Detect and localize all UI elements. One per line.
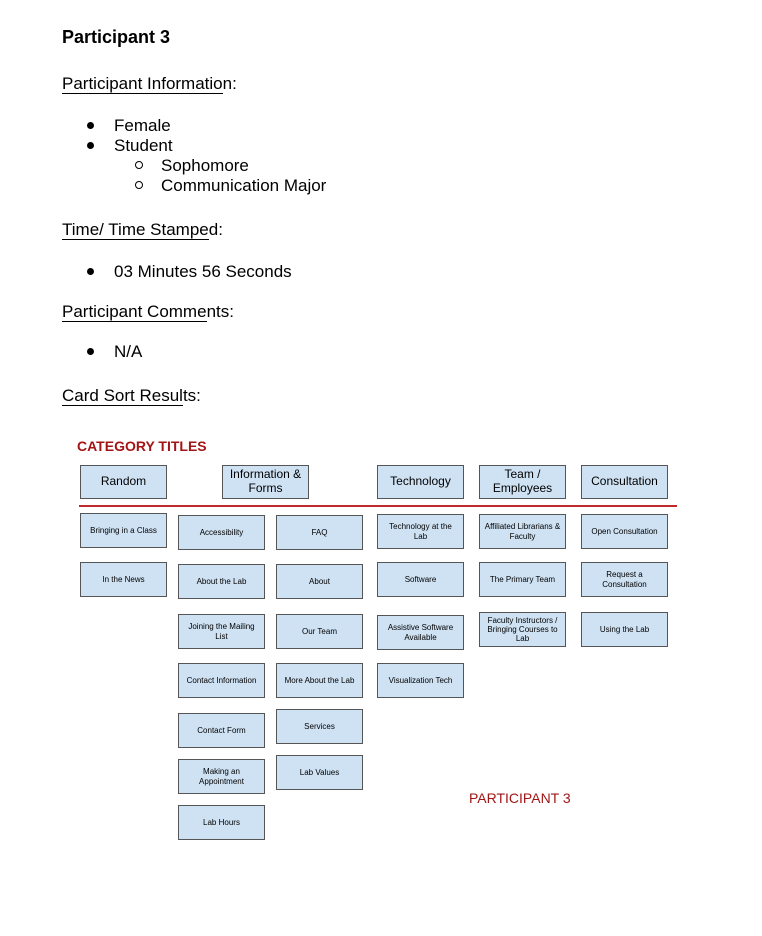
card: Faculty Instructors / Bringing Courses t… (479, 612, 566, 647)
list-item: 03 Minutes 56 Seconds (87, 262, 292, 282)
card: Using the Lab (581, 612, 668, 647)
card: Assistive Software Available (377, 615, 464, 650)
section-participant-information: Participant Information: (62, 74, 237, 94)
card: Visualization Tech (377, 663, 464, 698)
list-item: N/A (87, 342, 142, 362)
card: Software (377, 562, 464, 597)
list-item: Communication Major (135, 176, 326, 196)
category-card-random: Random (80, 465, 167, 499)
card: The Primary Team (479, 562, 566, 597)
card: Affiliated Librarians & Faculty (479, 514, 566, 549)
card: Joining the Mailing List (178, 614, 265, 649)
category-card-consultation: Consultation (581, 465, 668, 499)
card: About the Lab (178, 564, 265, 599)
card: Our Team (276, 614, 363, 649)
card: FAQ (276, 515, 363, 550)
category-card-information-forms: Information & Forms (222, 465, 309, 499)
card: Lab Hours (178, 805, 265, 840)
card: More About the Lab (276, 663, 363, 698)
section-participant-comments: Participant Comments: (62, 302, 234, 322)
card: Contact Form (178, 713, 265, 748)
category-card-technology: Technology (377, 465, 464, 499)
card: Request a Consultation (581, 562, 668, 597)
category-card-team-employees: Team / Employees (479, 465, 566, 499)
participant-tag: PARTICIPANT 3 (469, 790, 571, 806)
section-time-stamped: Time/ Time Stamped: (62, 220, 223, 240)
list-item: Student (87, 136, 173, 156)
list-item: Sophomore (135, 156, 249, 176)
category-divider (79, 505, 677, 507)
section-card-sort-results: Card Sort Results: (62, 386, 201, 406)
card: Open Consultation (581, 514, 668, 549)
card: About (276, 564, 363, 599)
card: Technology at the Lab (377, 514, 464, 549)
page-title: Participant 3 (62, 27, 171, 47)
card: Bringing in a Class (80, 513, 167, 548)
card: In the News (80, 562, 167, 597)
category-titles-label: CATEGORY TITLES (77, 438, 207, 454)
card: Services (276, 709, 363, 744)
card: Making an Appointment (178, 759, 265, 794)
card: Accessibility (178, 515, 265, 550)
card: Contact Information (178, 663, 265, 698)
list-item: Female (87, 116, 171, 136)
card: Lab Values (276, 755, 363, 790)
